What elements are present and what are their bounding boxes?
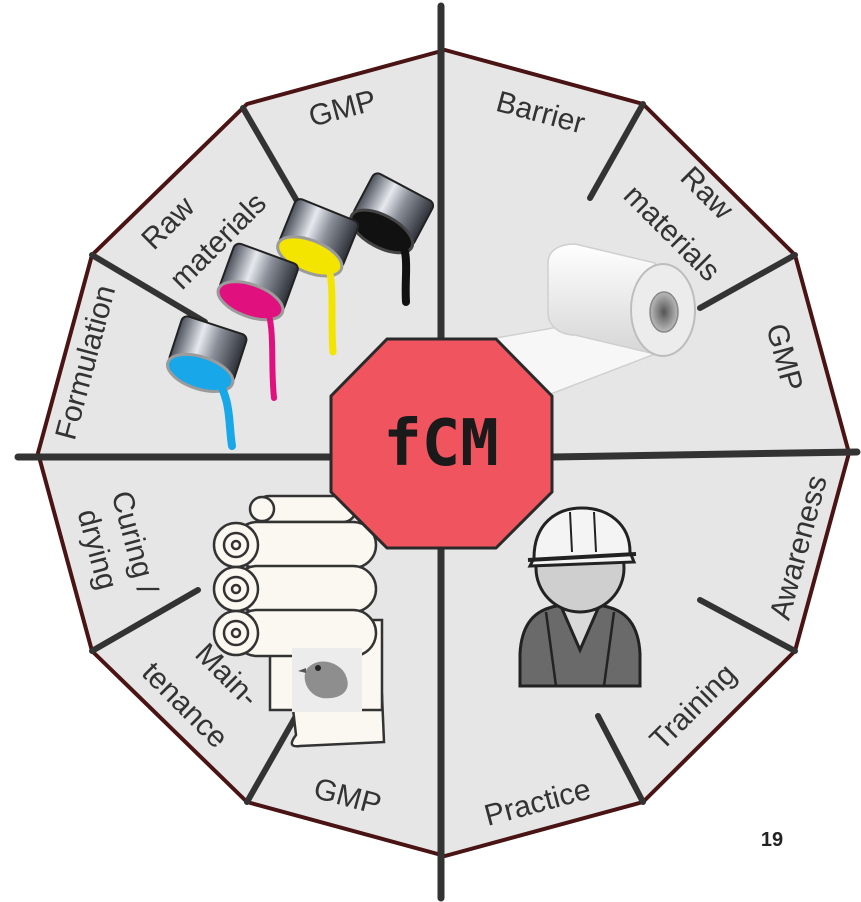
segment-spokes	[89, 101, 798, 805]
ink-cans-pouring-icon	[165, 172, 435, 450]
paper-roll-icon	[459, 243, 696, 396]
center-octagon	[329, 337, 554, 550]
printing-rollers-icon	[212, 494, 386, 748]
quadrant-dividers	[14, 2, 861, 902]
worker-with-hardhat-icon	[518, 506, 642, 688]
page-number: 19	[761, 829, 783, 851]
center-label: fCM	[383, 407, 499, 481]
